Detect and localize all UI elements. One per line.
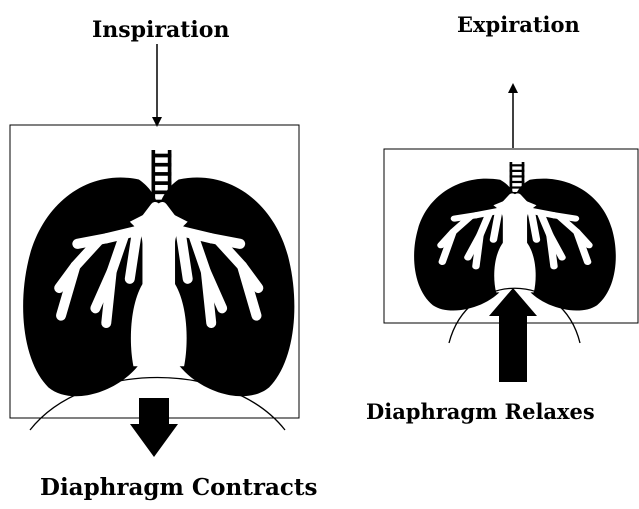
relax-up-arrow [489, 288, 537, 382]
expiration-label: Expiration [457, 14, 580, 35]
contract-down-arrow [130, 398, 178, 457]
diaphragm-contracts-label: Diaphragm Contracts [40, 476, 317, 499]
expiration-arrowhead [508, 83, 518, 93]
inspiration-lungs [23, 150, 294, 396]
diaphragm-relaxes-label: Diaphragm Relaxes [366, 401, 595, 422]
inspiration-label: Inspiration [92, 19, 229, 41]
